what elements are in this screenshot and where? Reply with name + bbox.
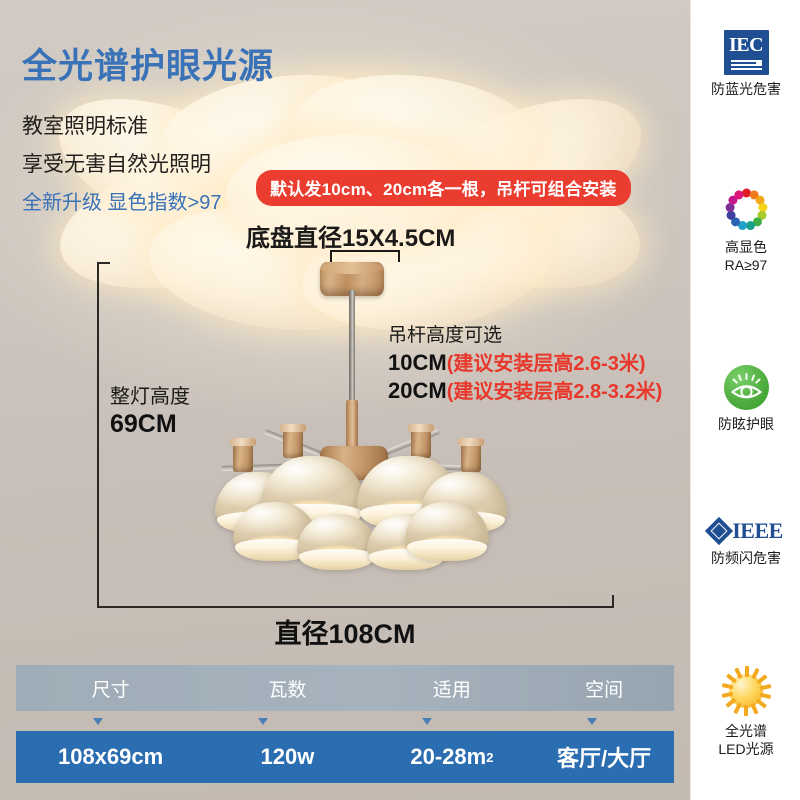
spec-value-area-sup: 2 — [486, 749, 494, 765]
subtitle-line-3: 全新升级 显色指数>97 — [22, 192, 222, 214]
sun-ray — [745, 666, 749, 677]
badge-high-cri: 高显色 RA≥97 — [691, 185, 800, 274]
spec-value-space: 客厅/大厅 — [557, 746, 652, 771]
sun-ray — [744, 705, 748, 716]
certification-sidebar: IEC 防蓝光危害 高显色 RA≥97 — [690, 0, 800, 800]
badge-caption-line-1: 全光谱 — [725, 723, 767, 739]
badge-caption-line-2: RA≥97 — [724, 257, 768, 273]
caret-down-icon — [586, 717, 597, 725]
badge-full-spectrum: 全光谱 LED光源 — [691, 665, 800, 758]
sun-ray — [755, 698, 767, 709]
total-height-label: 整灯高度 — [110, 386, 190, 408]
chandelier-product-image — [215, 250, 507, 590]
ieee-logo-text: IEEE — [732, 518, 783, 543]
badge-anti-flicker: IEEE 防频闪危害 — [691, 516, 800, 567]
metal-rod — [349, 290, 355, 402]
lamp-shade — [297, 514, 377, 570]
diameter-label: 直径108CM — [274, 619, 416, 649]
ceiling-canopy — [320, 262, 384, 296]
pole-20-note: (建议安装层高2.8-3.2米) — [446, 381, 663, 403]
color-wheel-dot — [745, 220, 755, 230]
pole-20-size: 20CM — [388, 378, 447, 403]
pole-height-label: 吊杆高度可选 — [388, 325, 503, 346]
badge-anti-glare: 防眩护眼 — [691, 365, 800, 433]
page-title: 全光谱护眼光源 — [22, 47, 275, 86]
spec-table-header-row: 尺寸 瓦数 适用 空间 — [16, 665, 674, 711]
caret-down-icon — [422, 717, 433, 725]
shade-post — [280, 424, 306, 458]
color-wheel-dot — [726, 210, 736, 220]
color-wheel-dot — [755, 195, 765, 205]
color-wheel-dot — [733, 189, 743, 199]
badge-caption: 防频闪危害 — [711, 550, 781, 566]
canopy-bracket — [330, 250, 400, 264]
badge-caption: 防眩护眼 — [718, 416, 774, 432]
total-height-value: 69CM — [110, 410, 177, 438]
subtitle-line-1: 教室照明标准 — [22, 115, 148, 138]
iec-logo-icon: IEC — [691, 30, 800, 75]
spec-table-carets — [16, 711, 674, 731]
spec-header-area: 适用 — [432, 679, 471, 701]
shipping-note-badge: 默认发10cm、20cm各一根，吊杆可组合安装 — [256, 170, 631, 206]
ieee-logo-icon: IEEE — [691, 516, 800, 546]
spec-value-watts: 120w — [260, 744, 315, 769]
sun-ray — [751, 667, 760, 680]
color-wheel-dot — [741, 188, 751, 197]
spec-header-size: 尺寸 — [91, 679, 130, 701]
color-wheel-icon — [691, 185, 800, 233]
badge-caption: 防蓝光危害 — [711, 81, 781, 97]
spec-header-watts: 瓦数 — [268, 679, 307, 701]
caret-down-icon — [257, 717, 268, 725]
pole-10-size: 10CM — [388, 350, 447, 375]
sun-icon — [691, 665, 800, 717]
eye-protection-icon — [691, 365, 800, 410]
color-wheel-dot — [725, 202, 735, 212]
spec-header-space: 空间 — [585, 679, 624, 701]
spec-value-size: 108x69cm — [57, 744, 164, 769]
shade-post — [458, 438, 484, 472]
base-diameter-label: 底盘直径15X4.5CM — [246, 225, 456, 252]
total-height-bracket — [90, 262, 110, 608]
color-wheel-dot — [752, 216, 762, 226]
sun-ray — [756, 674, 768, 685]
badge-caption-line-2: LED光源 — [718, 741, 774, 757]
pole-10-note: (建议安装层高2.6-3米) — [446, 353, 646, 375]
color-wheel-dot — [737, 220, 747, 230]
product-scene: 全光谱护眼光源 教室照明标准 享受无害自然光照明 全新升级 显色指数>97 默认… — [0, 0, 690, 800]
lamp-shade — [405, 502, 489, 561]
color-wheel-dot — [757, 202, 767, 212]
shade-post — [230, 438, 256, 472]
spec-value-area-text: 20-28m — [410, 744, 487, 769]
color-wheel-dot — [727, 195, 737, 205]
color-wheel-dot — [730, 216, 740, 226]
badge-anti-blue-light: IEC 防蓝光危害 — [691, 30, 800, 98]
iec-logo-text: IEC — [728, 34, 764, 56]
pole-height-option-20: 20CM(建议安装层高2.8-3.2米) — [388, 375, 662, 404]
badge-caption-line-1: 高显色 — [725, 239, 767, 255]
diameter-bracket — [97, 594, 614, 608]
pole-height-option-10: 10CM(建议安装层高2.6-3米) — [388, 347, 646, 376]
sun-ray — [750, 702, 759, 715]
wood-rod — [346, 400, 358, 452]
color-wheel-dot — [749, 189, 759, 199]
shade-post — [408, 424, 434, 458]
sun-ray — [759, 683, 772, 691]
color-wheel-dot — [756, 210, 766, 220]
subtitle-line-2: 享受无害自然光照明 — [22, 153, 211, 176]
caret-down-icon — [93, 717, 104, 725]
